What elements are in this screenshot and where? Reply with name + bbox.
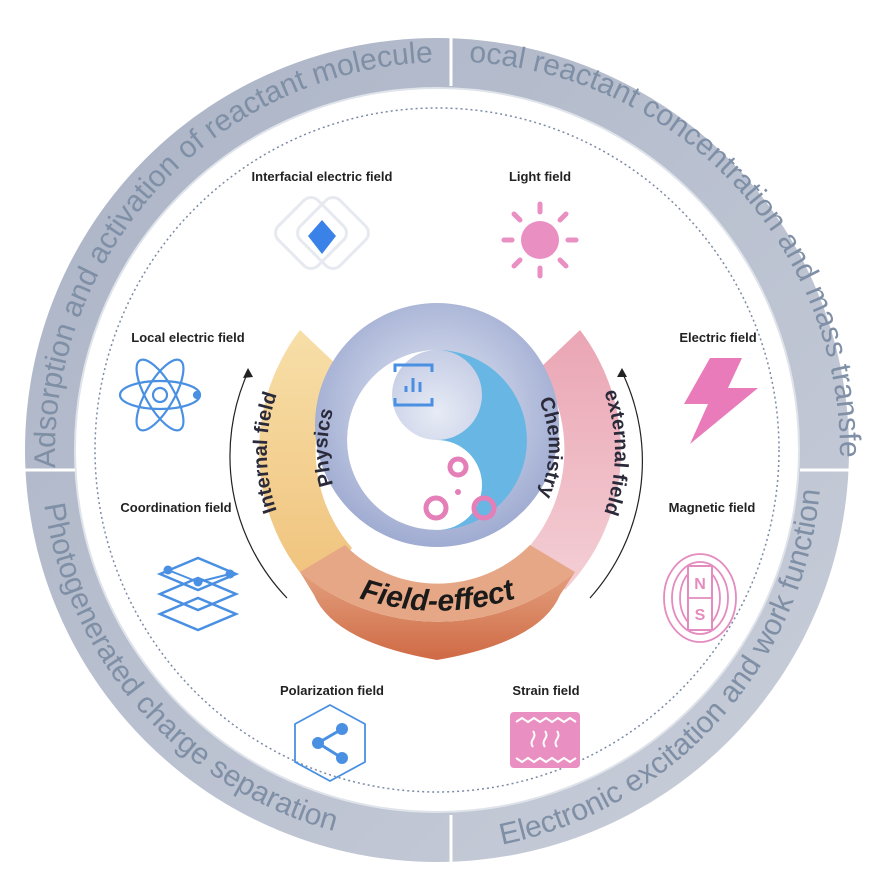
right-arrowhead-icon [617,368,627,377]
label-polarization-field: Polarization field [280,683,384,698]
label-local-field: Local electric field [131,330,244,345]
field-effect-band [300,572,575,660]
share-hexagon-icon [294,703,366,783]
sun-icon [501,201,579,279]
molecule-rings-icon [423,456,497,521]
label-interfacial-field: Interfacial electric field [252,169,393,184]
internal-field-arc [259,330,352,590]
chart-icon [393,363,434,407]
label-light-field: Light field [509,169,571,184]
label-magnetic-field: Magnetic field [669,500,756,515]
label-strain-field: Strain field [512,683,579,698]
label-coordination-field: Coordination field [120,500,231,515]
atom-icon [118,358,202,432]
lightning-icon [684,358,758,444]
field-effect-band-cap [300,545,575,622]
dotted-circle [94,107,780,793]
magnet-icon [663,553,737,643]
left-arrowhead-icon [243,368,253,378]
strain-icon [510,712,580,768]
magnet-north-letter: N [694,576,706,593]
external-field-arc [528,330,621,590]
left-arrow [229,371,288,599]
right-arrow [589,371,643,599]
interfacial-field-icon [274,196,370,270]
layers-icon [156,556,240,632]
magnet-south-letter: S [695,607,706,624]
label-electric-field: Electric field [679,330,756,345]
yin-yang-icon [347,350,527,530]
